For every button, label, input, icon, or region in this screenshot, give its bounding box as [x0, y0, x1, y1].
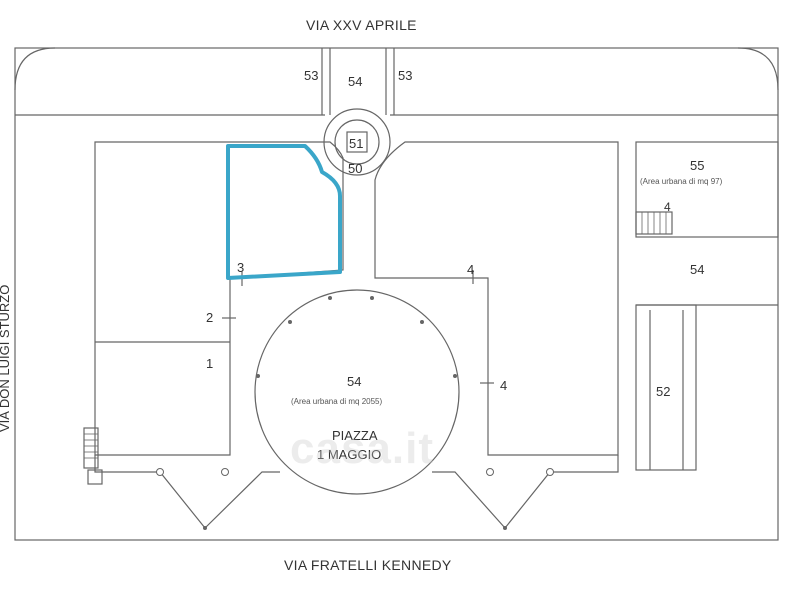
label-54-piazza: 54 [347, 374, 361, 389]
label-piazza-line2: 1 MAGGIO [317, 447, 381, 462]
watermark-logo: casa.it [290, 424, 434, 473]
label-3: 3 [237, 260, 244, 275]
roundabout-center [346, 131, 368, 153]
roundabout-inner [334, 119, 380, 165]
block-left [94, 141, 344, 456]
road-corner-nw [14, 47, 56, 91]
label-54-right: 54 [690, 262, 704, 277]
block-52-lines [649, 310, 684, 470]
label-53-left: 53 [304, 68, 318, 83]
block-55 [635, 141, 779, 238]
access-lanes [321, 48, 395, 115]
street-south: VIA FRATELLI KENNEDY [284, 557, 452, 573]
label-4-right: 4 [664, 200, 671, 214]
label-2: 2 [206, 310, 213, 325]
label-piazza-line1: PIAZZA [332, 428, 378, 443]
street-north: VIA XXV APRILE [306, 17, 417, 33]
stair-left-base [87, 469, 103, 485]
street-west: VIA DON LUIGI STURZO [0, 285, 12, 432]
south-edge-right [432, 455, 619, 529]
outer-boundary [14, 47, 779, 541]
highlighted-parcel[interactable] [226, 144, 342, 280]
block-right-inner [374, 141, 619, 456]
label-53-right: 53 [398, 68, 412, 83]
label-4-center: 4 [467, 262, 474, 277]
road-corner-ne [737, 47, 779, 91]
label-55-area: (Area urbana di mq 97) [640, 177, 723, 186]
label-52: 52 [656, 384, 670, 399]
label-4-mid: 4 [500, 378, 507, 393]
label-51: 51 [349, 136, 363, 151]
label-50: 50 [348, 161, 362, 176]
stair-left [83, 427, 99, 469]
label-54-piazza-area: (Area urbana di mq 2055) [291, 397, 383, 406]
block-52 [635, 304, 697, 471]
piazza-circle [254, 289, 460, 495]
label-55: 55 [690, 158, 704, 173]
label-1: 1 [206, 356, 213, 371]
south-edge-left [94, 455, 280, 529]
label-54-top: 54 [348, 74, 362, 89]
